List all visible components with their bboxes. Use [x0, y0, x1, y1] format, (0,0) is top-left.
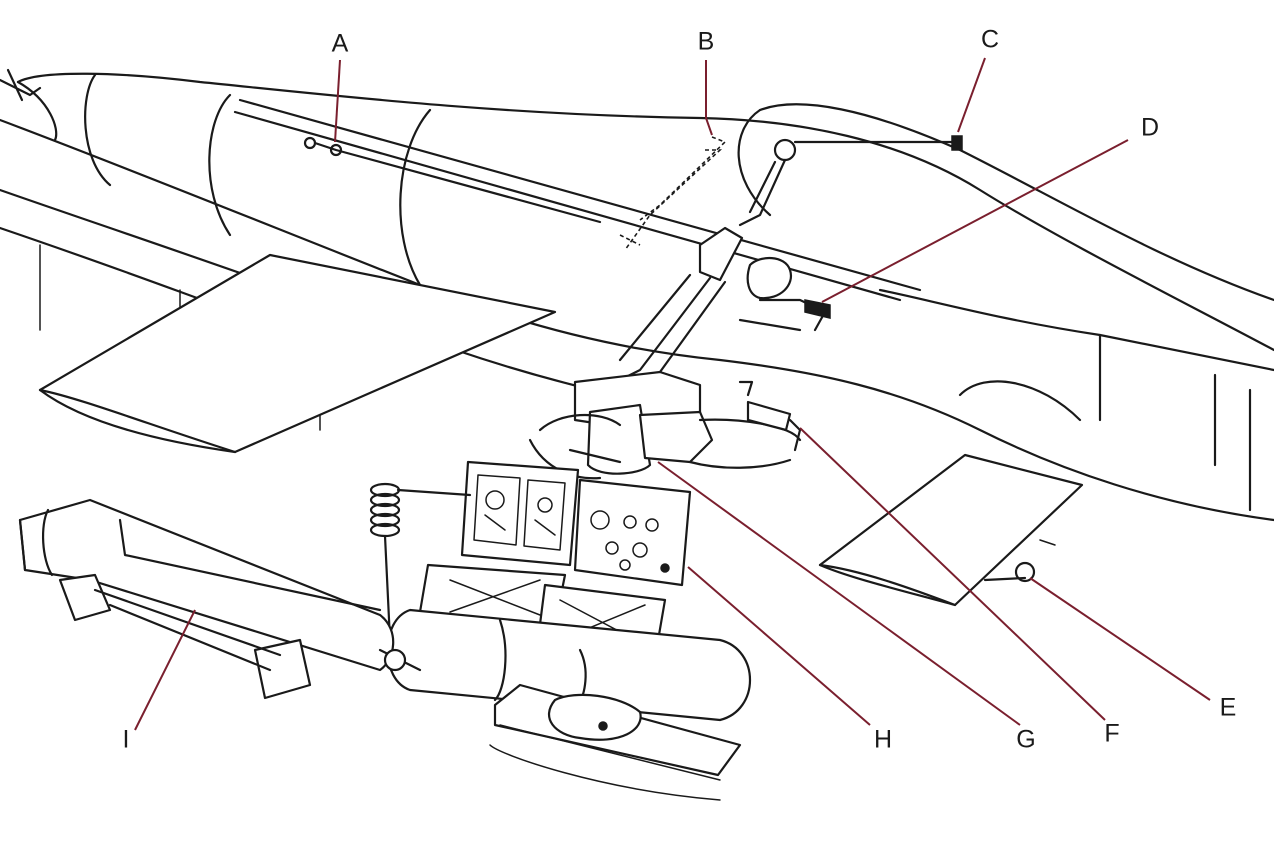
- launcher-arm: [598, 138, 831, 392]
- fuselage-forward: [737, 103, 1274, 512]
- main-wing: [38, 253, 557, 454]
- sensor-rod-a: [303, 136, 602, 224]
- callout-c: C: [980, 25, 1000, 54]
- servo-unit: [528, 370, 802, 480]
- leader-i: [134, 609, 196, 731]
- leader-f: [799, 427, 1106, 721]
- callout-f: F: [1104, 719, 1120, 748]
- small-cylinder: [18, 498, 422, 700]
- callout-a: A: [331, 29, 349, 58]
- dashed-fitting-b: [619, 136, 727, 251]
- callout-e: E: [1219, 693, 1237, 722]
- leader-lines: [134, 57, 1211, 731]
- instrument-box-right: [573, 478, 692, 587]
- base-skid: [489, 683, 742, 801]
- rear-fitting-e: [983, 539, 1056, 583]
- callout-i: I: [122, 725, 130, 754]
- leader-b: [705, 60, 713, 136]
- leader-e: [1029, 577, 1211, 701]
- leader-d: [821, 139, 1129, 303]
- leader-c: [957, 57, 986, 133]
- leader-g: [657, 461, 1021, 726]
- callout-d: D: [1140, 113, 1160, 142]
- instrument-box-left: [460, 460, 580, 567]
- coil-spring: [369, 482, 472, 642]
- callout-b: B: [697, 27, 715, 56]
- leader-h: [687, 566, 871, 726]
- callout-h: H: [873, 725, 893, 754]
- callout-g: G: [1016, 725, 1036, 754]
- leader-a: [334, 59, 341, 143]
- nose-fitting-c: [793, 135, 963, 151]
- tail-wing: [818, 453, 1084, 607]
